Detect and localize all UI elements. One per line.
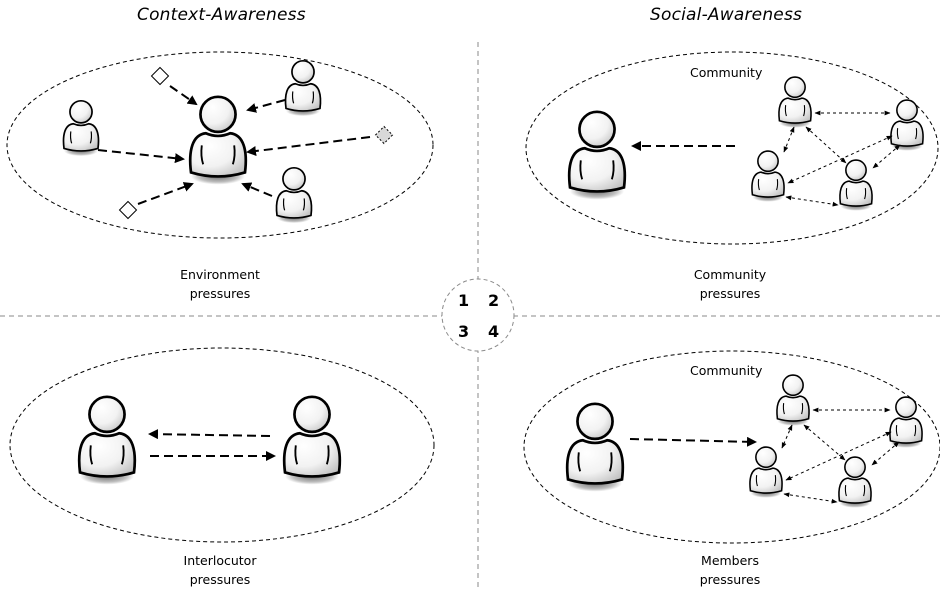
caption-q3-line2: pressures <box>189 572 251 587</box>
quadrant-number-3: 3 <box>458 322 470 341</box>
link-q4-b-c <box>785 431 892 481</box>
center-circle <box>441 278 515 352</box>
caption-q2-line2: pressures <box>699 286 761 301</box>
diamond-q1-top <box>150 66 170 86</box>
person-q1-top-right <box>284 59 322 117</box>
person-q2-member-d <box>839 159 873 211</box>
title-context-awareness: Context-Awareness <box>137 5 306 25</box>
caption-q2: Community pressures <box>670 265 790 303</box>
arrow-q1-bottom-right-person <box>241 182 273 197</box>
arrow-q1-left-person <box>97 149 185 164</box>
caption-q3-line1: Interlocutor <box>183 553 257 568</box>
person-q2-member-c <box>751 150 785 202</box>
caption-q3: Interlocutor pressures <box>160 551 280 589</box>
link-q2-b-c <box>787 135 893 184</box>
community-label-q4: Community <box>690 363 763 378</box>
arrow-q4-main-to-community <box>629 436 757 447</box>
ellipse-q2 <box>525 51 939 245</box>
ellipse-q4 <box>523 350 940 544</box>
link-q4-a-c <box>781 424 793 449</box>
ellipse-q1 <box>6 51 434 239</box>
arrow-q1-diamond-top <box>169 85 198 106</box>
caption-q4: Members pressures <box>670 551 790 589</box>
person-q4-main <box>565 402 625 492</box>
title-social-awareness: Social-Awareness <box>650 5 803 25</box>
link-q2-a-c <box>783 126 795 153</box>
caption-q1-line2: pressures <box>189 286 251 301</box>
ellipse-q3 <box>9 347 435 543</box>
person-q4-member-c <box>749 446 783 498</box>
caption-q4-line2: pressures <box>699 572 761 587</box>
caption-q4-line1: Members <box>701 553 759 568</box>
link-q4-c-d <box>783 492 838 504</box>
arrow-q1-diamond-bottom <box>137 182 194 205</box>
person-q2-member-a <box>778 76 812 128</box>
link-q2-c-d <box>785 195 839 207</box>
pressure-arrows <box>97 85 901 504</box>
person-q1-bottom-right <box>275 166 313 224</box>
quadrant-number-2: 2 <box>488 291 500 310</box>
quadrant-number-4: 4 <box>488 322 500 341</box>
person-q1-center <box>188 95 248 185</box>
diamond-q1-bottom <box>118 200 138 220</box>
quadrant-number-1: 1 <box>458 291 470 310</box>
arrow-q3-right-to-left <box>148 429 271 440</box>
person-q3-right <box>282 395 342 485</box>
arrow-q1-diamond-right <box>246 136 371 156</box>
diamond-q1-right <box>374 125 394 145</box>
person-q4-member-a <box>776 374 810 426</box>
person-figures <box>62 59 924 508</box>
person-q1-left <box>62 99 100 157</box>
person-q3-left <box>77 395 137 485</box>
caption-q2-line1: Community <box>693 267 767 282</box>
context-diamonds <box>118 66 394 220</box>
person-q4-member-b <box>889 396 923 448</box>
link-q2-a-d <box>805 126 847 164</box>
person-q4-member-d <box>838 456 872 508</box>
link-q4-a-d <box>803 424 846 461</box>
caption-q1: Environment pressures <box>160 265 280 303</box>
community-label-q2: Community <box>690 65 763 80</box>
caption-q1-line1: Environment <box>180 267 260 282</box>
person-q2-main <box>567 110 627 200</box>
arrow-q1-top-right-person <box>246 99 286 113</box>
